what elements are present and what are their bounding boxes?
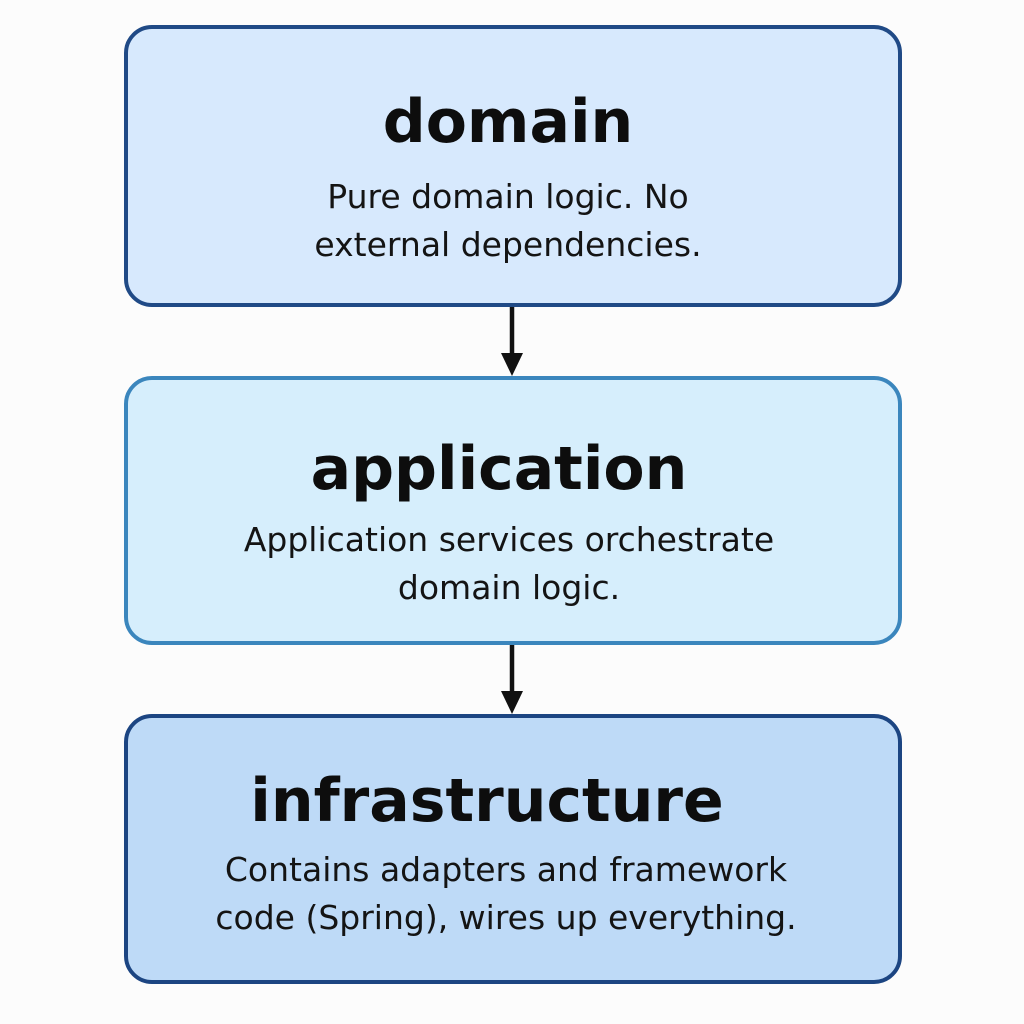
application-layer-box: application Application services orchest…	[124, 376, 902, 645]
domain-layer-title: domain	[382, 87, 634, 157]
arrow-down-icon	[501, 645, 523, 714]
infrastructure-desc-line-2: code (Spring), wires up everything.	[215, 898, 797, 937]
arrow-down-icon	[501, 307, 523, 376]
application-layer-description: Application services orchestrate domain …	[120, 516, 898, 612]
application-layer-title: application	[310, 434, 688, 504]
domain-desc-line-2: external dependencies.	[314, 225, 702, 264]
infrastructure-layer-description: Contains adapters and framework code (Sp…	[114, 846, 898, 942]
infrastructure-layer-title: infrastructure	[250, 766, 724, 836]
domain-layer-box: domain Pure domain logic. No external de…	[124, 25, 902, 307]
infrastructure-layer-box: infrastructure Contains adapters and fra…	[124, 714, 902, 984]
application-desc-line-2: domain logic.	[397, 568, 621, 607]
application-desc-line-1: Application services orchestrate	[243, 520, 775, 559]
domain-layer-description: Pure domain logic. No external dependenc…	[118, 173, 898, 269]
infrastructure-desc-line-1: Contains adapters and framework	[224, 850, 788, 889]
domain-desc-line-1: Pure domain logic. No	[327, 177, 689, 216]
